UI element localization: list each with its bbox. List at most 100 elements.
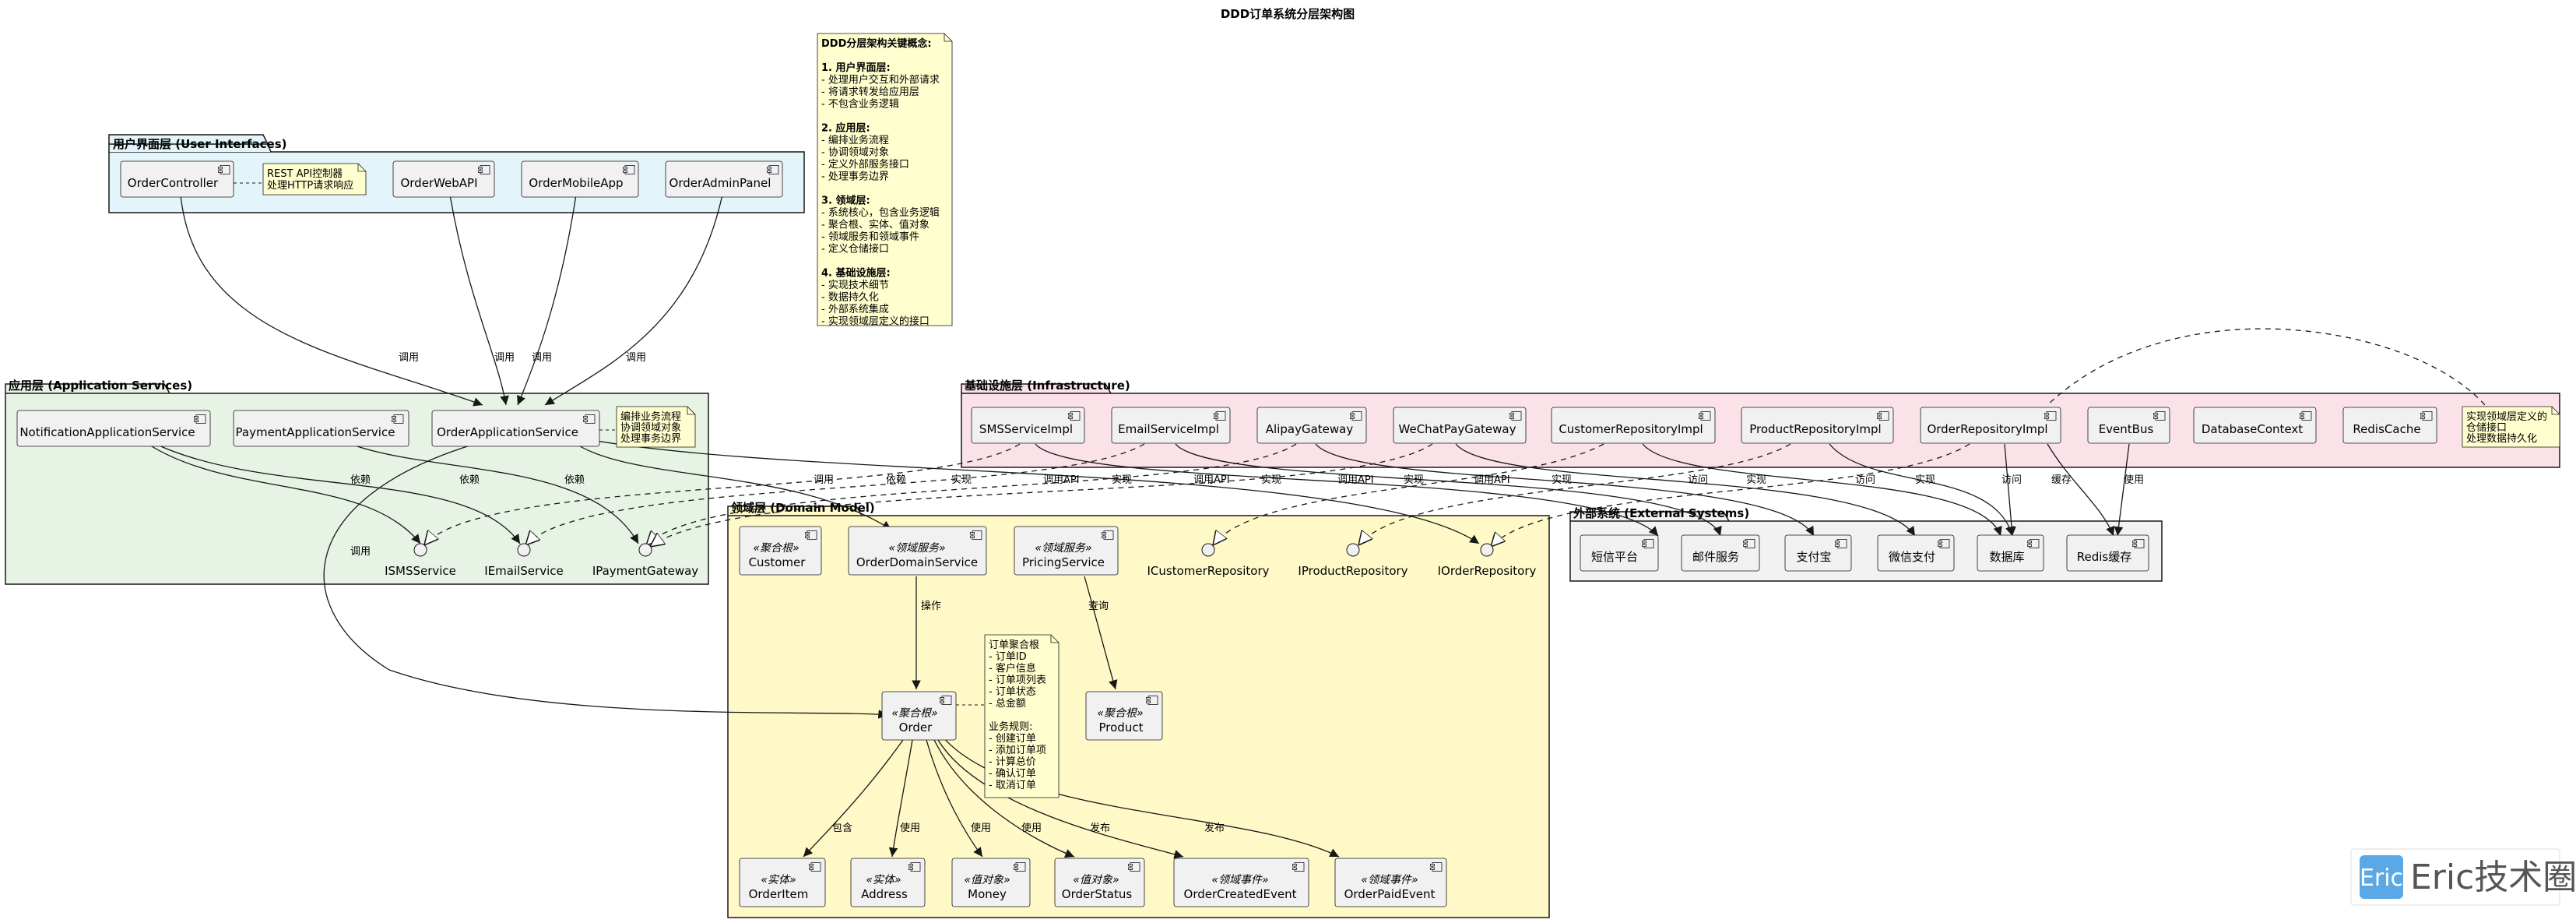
component-alipay[interactable]: 支付宝 [1784,534,1852,572]
note-app-service-text: 编排业务流程协调领域对象处理事务边界 [620,410,681,445]
note-line: - 聚合根、实体、值对象 [821,219,930,231]
note-concepts-text: DDD分层架构关键概念: 1. 用户界面层:- 处理用户交互和外部请求- 将请求… [821,37,940,328]
note-line [821,51,824,62]
component-label: OrderAdminPanel [669,176,771,190]
edge-order-orderitem [803,739,904,858]
note-line: 处理事务边界 [620,432,681,445]
edge-adminpanel-appservice [544,194,723,406]
note-line: 协调领域对象 [620,422,681,434]
component-order-mobile-app[interactable]: OrderMobileApp [521,160,639,198]
note-line: 4. 基础设施层: [821,267,891,280]
component-label: WeChatPayGateway [1399,422,1516,436]
component-stereotype: «领域事件» [1211,874,1268,886]
component-order-app-service[interactable]: OrderApplicationService [431,410,600,447]
component-order-controller[interactable]: OrderController [120,160,234,198]
label-access-customerrepo: 访问 [1688,474,1708,486]
label-publish-created: 发布 [1090,822,1110,834]
component-wechat-pay[interactable]: 微信支付 [1877,534,1955,572]
note-line: - 确认订单 [989,768,1036,780]
note-line: - 总金额 [989,697,1026,710]
note-line: - 客户信息 [989,662,1036,675]
watermark-logo-text: Eric [2360,865,2403,892]
edge-customerimpl-icustomer [1213,443,1604,545]
component-customer[interactable]: «聚合根» Customer [739,526,822,576]
component-email-service-impl[interactable]: EmailServiceImpl [1111,407,1231,444]
note-line: - 订单状态 [989,686,1036,698]
edge-notification-isms [147,443,421,544]
component-customer-repository-impl[interactable]: CustomerRepositoryImpl [1551,407,1716,444]
component-label: 数据库 [1989,550,2024,564]
label-depend-sms: 依赖 [350,474,371,486]
component-stereotype: «领域事件» [1361,874,1418,886]
note-line: - 定义仓储接口 [821,243,889,255]
note-line: - 实现技术细节 [821,280,889,291]
component-label: EventBus [2099,422,2154,436]
component-label: Address [861,887,908,901]
component-label: Product [1099,720,1144,735]
component-redis-cache[interactable]: RedisCache [2342,407,2437,444]
edge-productimpl-iproduct [1358,443,1791,545]
component-order-status[interactable]: «值对象» OrderStatus [1054,858,1145,907]
component-notification-app-service[interactable]: NotificationApplicationService [16,410,211,447]
component-order-web-api[interactable]: OrderWebAPI [392,160,495,198]
component-alipay-gateway[interactable]: AlipayGateway [1256,407,1367,444]
component-redis-store[interactable]: Redis缓存 [2066,534,2149,572]
component-payment-app-service[interactable]: PaymentApplicationService [233,410,409,447]
component-address[interactable]: «实体» Address [850,858,926,907]
component-database-context[interactable]: DatabaseContext [2193,407,2317,444]
interface-ipayment-gateway[interactable]: IPaymentGateway [592,543,698,578]
note-line: - 处理事务边界 [821,171,889,183]
interface-isms-service[interactable]: ISMSService [385,543,456,578]
component-product[interactable]: «聚合根» Product [1085,691,1163,741]
component-money[interactable]: «值对象» Money [951,858,1031,907]
edge-emailimpl-iemail [525,443,1145,545]
component-label: 短信平台 [1591,550,1638,564]
note-line [821,255,824,267]
component-order[interactable]: «聚合根» Order [881,691,957,741]
component-order-paid-event[interactable]: «领域事件» OrderPaidEvent [1334,858,1447,907]
edge-appservice-iorderrepo [591,439,1480,544]
component-order-domain-service[interactable]: «领域服务» OrderDomainService [848,526,987,576]
label-access-productrepo: 访问 [1855,474,1875,486]
component-email-service[interactable]: 邮件服务 [1681,534,1760,572]
note-line: 3. 领域层: [821,195,870,207]
component-pricing-service[interactable]: «领域服务» PricingService [1014,526,1119,576]
interface-icustomer-repository[interactable]: ICustomerRepository [1147,543,1270,578]
note-line: - 外部系统集成 [821,303,889,315]
edge-wechatpay [1455,443,1916,537]
label-implement-sms: 实现 [951,474,972,486]
component-wechatpay-gateway[interactable]: WeChatPayGateway [1393,407,1527,444]
component-order-item[interactable]: «实体» OrderItem [739,858,826,907]
note-line: 订单聚合根 [989,639,1039,651]
edge-sms-platform [1035,443,1659,537]
edge-order-paidevent [941,735,1340,858]
note-line: - 不包含业务逻辑 [821,98,899,111]
component-product-repository-impl[interactable]: ProductRepositoryImpl [1741,407,1894,444]
component-stereotype: «聚合根» [753,542,799,555]
edge-smsimpl-isms [424,443,1021,545]
component-order-repository-impl[interactable]: OrderRepositoryImpl [1920,407,2061,444]
note-order-text: 订单聚合根- 订单ID- 客户信息- 订单项列表- 订单状态- 总金额 业务规则… [989,639,1046,791]
component-label: OrderRepositoryImpl [1927,422,2047,436]
note-line: - 计算总价 [989,756,1036,768]
component-order-created-event[interactable]: «领域事件» OrderCreatedEvent [1173,858,1309,907]
note-line: - 领域服务和领域事件 [821,231,919,243]
note-line: 处理HTTP请求响应 [267,179,353,192]
component-label: OrderItem [749,887,809,901]
edge-controller-appservice [180,194,483,407]
label-implement-email: 实现 [1112,474,1132,486]
component-label: OrderPaidEvent [1344,887,1436,901]
edge-labels: 调用 调用 调用 调用 依赖 依赖 依赖 调用 依赖 调用 实现 调用API 实… [350,352,2144,834]
interface-iorder-repository[interactable]: IOrderRepository [1438,543,1537,578]
label-call-domainservice: 调用 [814,474,834,486]
interface-iemail-service[interactable]: IEmailService [484,543,564,578]
component-label: RedisCache [2353,422,2420,436]
component-order-admin-panel[interactable]: OrderAdminPanel [665,160,783,198]
label-use-status: 使用 [1021,822,1042,834]
component-event-bus[interactable]: EventBus [2087,407,2170,444]
interface-iproduct-repository[interactable]: IProductRepository [1298,543,1408,578]
component-sms-platform[interactable]: 短信平台 [1580,534,1659,572]
component-sms-service-impl[interactable]: SMSServiceImpl [971,407,1085,444]
component-database[interactable]: 数据库 [1977,534,2044,572]
